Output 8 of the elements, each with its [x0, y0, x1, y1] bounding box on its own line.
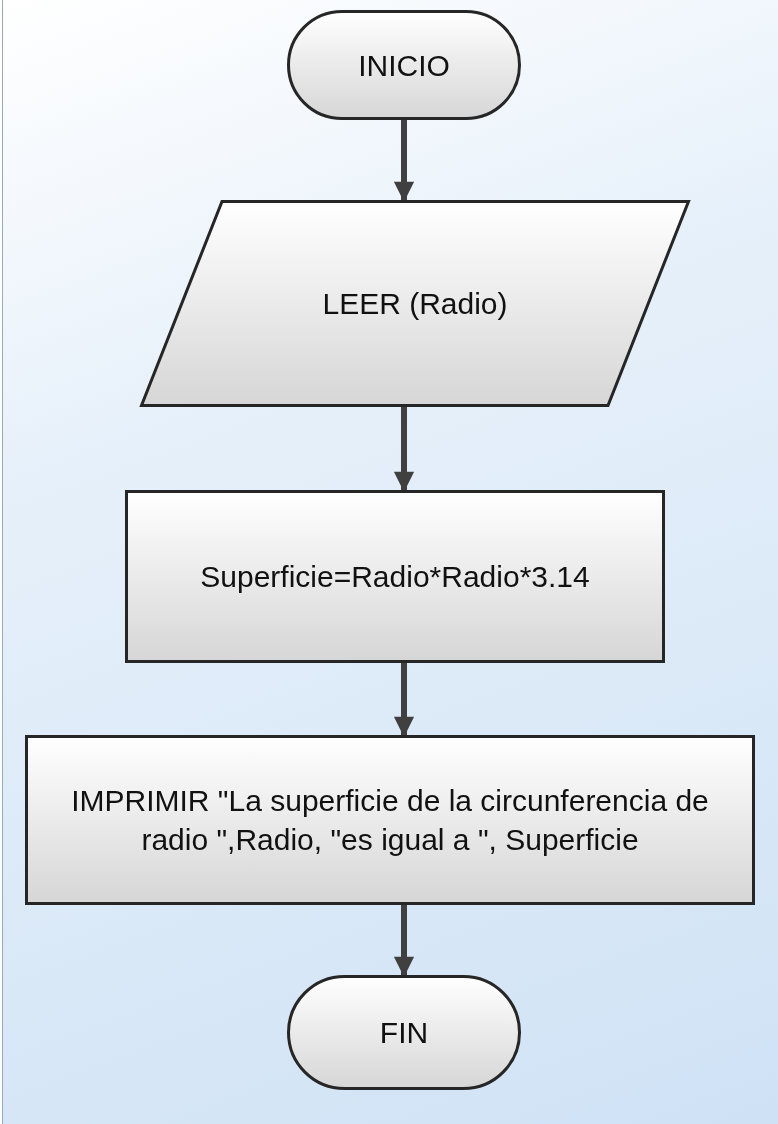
node-label: IMPRIMIR "La superficie de la circunferencia de radio ",Radio, "es igual a ", Superficie — [70, 783, 710, 858]
node-label: FIN — [379, 1015, 429, 1051]
node-label: LEER (Radio) — [322, 286, 508, 322]
node-label: Superficie=Radio*Radio*3.14 — [200, 559, 590, 595]
node-label: INICIO — [358, 47, 450, 84]
input-parallelogram — [140, 200, 690, 407]
process-box — [25, 735, 755, 905]
process-box — [125, 490, 665, 663]
